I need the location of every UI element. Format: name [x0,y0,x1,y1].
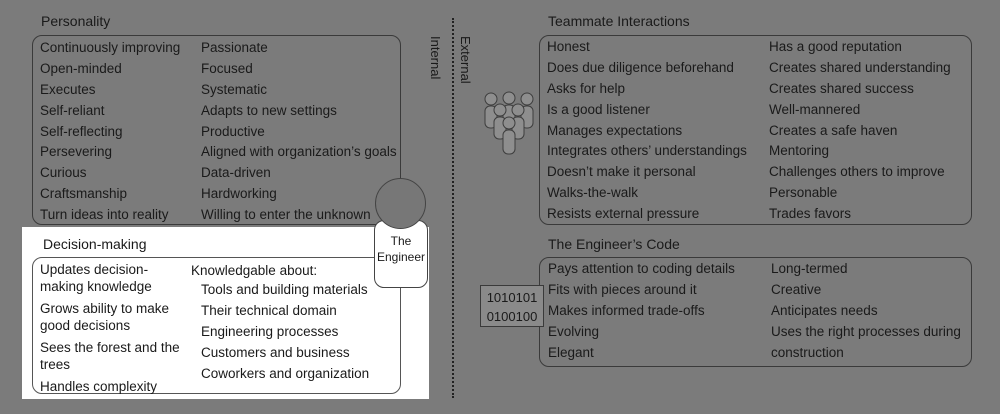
personality-trait-item: Turn ideas into reality [40,207,169,223]
personality-trait-item: Hardworking [201,186,277,202]
personality-trait-item: Adapts to new settings [201,102,337,118]
code-trait-item: Fits with pieces around it [548,281,697,297]
personality-box [32,35,401,225]
teammate-trait-item: Creates shared success [769,80,914,96]
knowledge-area-item: Engineering processes [201,323,339,339]
external-label: External [458,36,473,84]
engineers-code-title: The Engineer’s Code [548,236,680,252]
knowledge-area-item: Customers and business [201,344,350,360]
teammate-trait-item: Trades favors [769,206,852,222]
personality-trait-item: Productive [201,123,265,139]
engineer-body [374,220,428,288]
people-group-icon [484,91,534,155]
teammate-trait-item: Walks-the-walk [547,185,639,201]
personality-trait-item: Systematic [201,81,268,97]
personality-trait-item: Passionate [201,40,268,55]
decision-making-box [32,257,401,394]
personality-trait-item: Willing to enter the unknown [201,207,371,223]
decision-skill-item: Handles complexity [40,379,158,394]
teammate-trait-item: Honest [547,39,590,54]
decision-skill-item: Grows ability to make good decisions [40,301,170,333]
decision-making-title: Decision-making [43,236,147,252]
personality-trait-item: Data-driven [201,165,271,181]
personality-trait-item: Aligned with organization’s goals [201,144,397,160]
decision-making-right-column: Knowledgable about: [191,261,317,282]
code-trait-item: Evolving [548,323,600,339]
personality-trait-item: Open-minded [40,60,122,76]
personality-trait-item: Craftsmanship [40,186,128,202]
teammate-trait-item: Personable [769,185,838,201]
code-trait-item: Uses the right processes during construc… [771,323,961,360]
personality-trait-item: Continuously improving [40,40,181,55]
engineer-head-icon [375,178,426,229]
personality-trait-item: Self-reflecting [40,123,123,139]
teammate-trait-item: Is a good listener [547,101,650,117]
code-trait-item: Elegant [548,344,594,360]
engineer-label: The Engineer [376,234,426,264]
personality-trait-item: Persevering [40,144,113,160]
teammate-trait-item: Well-mannered [769,101,861,117]
decision-skill-item: Sees the forest and the trees [40,340,180,372]
code-trait-item: Anticipates needs [771,302,878,318]
knowledge-area-item: Tools and building materials [201,282,368,297]
knowledge-area-item: Their technical domain [201,302,337,318]
teammate-trait-item: Doesn’t make it personal [547,164,696,180]
teammate-trait-item: Challenges others to improve [769,164,945,180]
personality-trait-item: Self-reliant [40,102,105,118]
knowledge-area-item: Coworkers and organization [201,365,370,381]
teammate-trait-item: Manages expectations [547,122,683,138]
teammate-trait-item: Does due diligence beforehand [547,59,734,75]
teammate-interactions-box [539,35,972,225]
teammate-trait-item: Creates a safe haven [769,122,898,138]
code-trait-item: Makes informed trade-offs [548,302,705,318]
teammate-trait-item: Asks for help [547,80,626,96]
teammate-trait-item: Has a good reputation [769,39,902,54]
code-trait-item: Pays attention to coding details [548,261,735,276]
internal-label: Internal [428,36,443,80]
personality-trait-item: Executes [40,81,96,97]
personality-trait-item: Curious [40,165,87,181]
knowledgable-heading: Knowledgable about: [191,263,318,278]
teammate-trait-item: Resists external pressure [547,206,700,222]
teammate-trait-item: Mentoring [769,143,830,159]
code-trait-item: Creative [771,281,822,297]
personality-trait-item: Focused [201,60,253,76]
personality-title: Personality [41,13,111,29]
teammate-interactions-title: Teammate Interactions [548,13,690,29]
code-trait-item: Long-termed [771,261,848,276]
binary-code-icon: 1010101 0100100 [480,285,544,327]
internal-external-divider [452,18,454,398]
decision-skill-item: Updates decision-making knowledge [40,262,152,294]
teammate-trait-item: Integrates others’ understandings [547,143,747,159]
teammate-trait-item: Creates shared understanding [769,59,951,75]
